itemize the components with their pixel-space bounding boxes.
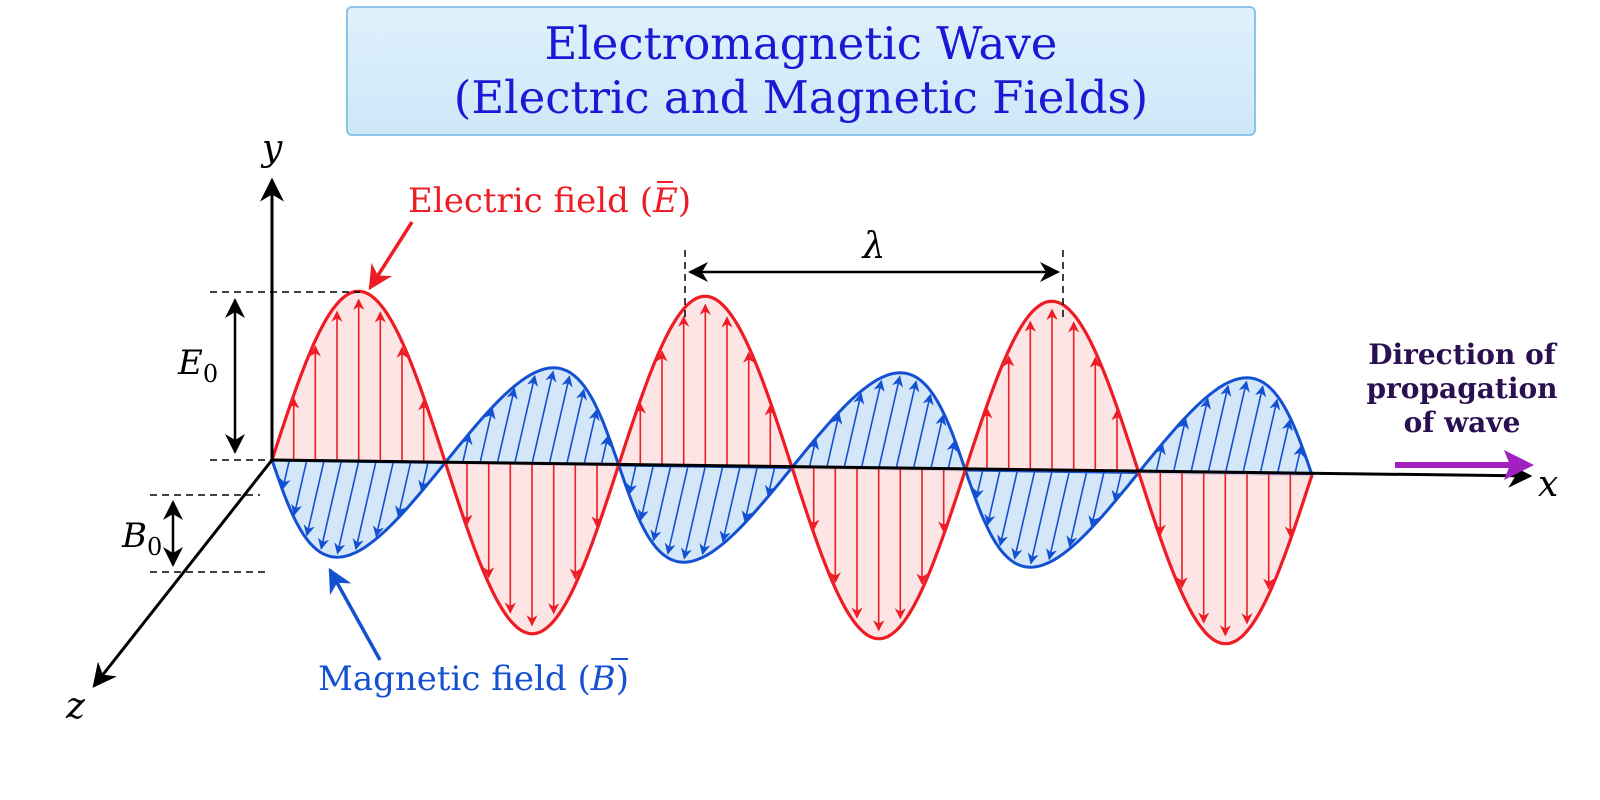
magnetic-field-vector: [1011, 470, 1036, 560]
magnetic-field-vector: [1189, 397, 1212, 474]
magnetic-field-vector: [565, 388, 588, 465]
magnetic-field-vector: [929, 414, 947, 470]
magnetic-field-vector: [303, 460, 325, 537]
title-line-1: Electromagnetic Wave: [544, 17, 1058, 70]
x-axis-label: x: [1538, 464, 1558, 505]
magnetic-field-vector: [334, 461, 360, 555]
magnetic-field-vector: [719, 466, 741, 543]
magnetic-lobe: [617, 463, 794, 564]
magnetic-field-wave: [270, 366, 1314, 569]
magnetic-lobe: [1137, 376, 1314, 477]
magnetic-field-vector: [699, 466, 724, 556]
magnetic-lobe: [790, 371, 967, 472]
direction-line-2: propagation: [1366, 372, 1557, 405]
magnetic-field-vector: [583, 409, 600, 465]
magnetic-field-vector: [317, 460, 343, 550]
magnetic-field-vector: [1224, 380, 1250, 474]
magnetic-field-vector: [548, 375, 573, 465]
magnetic-field-vector: [1172, 417, 1189, 474]
z-axis: [92, 459, 274, 688]
magnetic-field-vector: [1027, 471, 1053, 565]
magnetic-field-vector: [418, 462, 430, 492]
magnetic-field-vector: [741, 466, 759, 523]
magnetic-field-vector: [1259, 398, 1281, 475]
magnetic-lobe: [443, 366, 621, 467]
magnetic-field-vector: [972, 470, 984, 500]
magnetic-field-vector: [352, 461, 377, 551]
magnetic-lobe: [963, 468, 1141, 569]
y-axis-label: y: [260, 128, 283, 169]
magnetic-field-vector: [372, 461, 395, 538]
z-axis-label: z: [65, 686, 86, 727]
magnetic-field-vector: [843, 392, 865, 469]
magnetic-field-vector: [680, 466, 707, 560]
magnetic-field-vector: [984, 470, 1001, 526]
magnetic-field-vector: [912, 393, 934, 470]
magnetic-field-vector: [279, 460, 291, 490]
magnetic-field-vector: [1066, 471, 1088, 548]
magnetic-field-vector: [1088, 471, 1105, 528]
direction-line-1: Direction of: [1368, 338, 1558, 371]
b0-label: B0: [121, 516, 162, 561]
magnetic-lobe: [270, 458, 447, 559]
magnetic-field-label: Magnetic field (B): [318, 659, 629, 699]
magnetic-field-vector: [1111, 472, 1123, 502]
magnetic-field-vector: [877, 375, 904, 469]
wavelength-label: λ: [861, 226, 886, 267]
title-line-2: (Electric and Magnetic Fields): [453, 71, 1149, 124]
magnetic-field-vector: [1276, 419, 1293, 475]
electric-field-pointer: [368, 221, 414, 291]
magnetic-field-vector: [860, 379, 885, 469]
magnetic-field-vector: [513, 374, 539, 464]
magnetic-field-vector: [395, 461, 412, 518]
magnetic-field-vector: [808, 438, 820, 468]
magnetic-field-vector: [1241, 385, 1267, 475]
direction-line-3: of wave: [1404, 406, 1521, 439]
magnetic-field-vector: [531, 370, 557, 464]
e0-label: E0: [177, 343, 218, 388]
magnetic-field-vector: [1154, 443, 1166, 473]
magnetic-field-vector: [479, 407, 496, 464]
magnetic-field-vector: [496, 387, 518, 464]
magnetic-field-vector: [764, 467, 776, 497]
magnetic-field-pointer: [328, 567, 382, 661]
magnetic-field-vector: [825, 412, 843, 469]
electric-field-wave: [270, 289, 1314, 646]
magnetic-field-vector: [1207, 384, 1232, 474]
magnetic-field-vector: [626, 465, 638, 495]
x-axis: [271, 458, 1533, 488]
title-box: Electromagnetic Wave (Electric and Magne…: [346, 6, 1256, 136]
magnetic-field-vector: [1293, 445, 1305, 475]
magnetic-field-vector: [1045, 471, 1071, 561]
magnetic-field-vector: [650, 465, 672, 542]
magnetic-field-vector: [946, 440, 958, 470]
magnetic-field-vector: [664, 465, 689, 555]
electric-field-label: Electric field (E): [408, 181, 691, 221]
magnetic-field-vector: [637, 465, 655, 521]
magnetic-field-vector: [291, 460, 308, 516]
magnetic-field-vector: [895, 380, 920, 470]
magnetic-field-vector: [996, 470, 1019, 547]
magnetic-field-vector: [461, 433, 473, 463]
magnetic-field-vector: [600, 435, 612, 465]
